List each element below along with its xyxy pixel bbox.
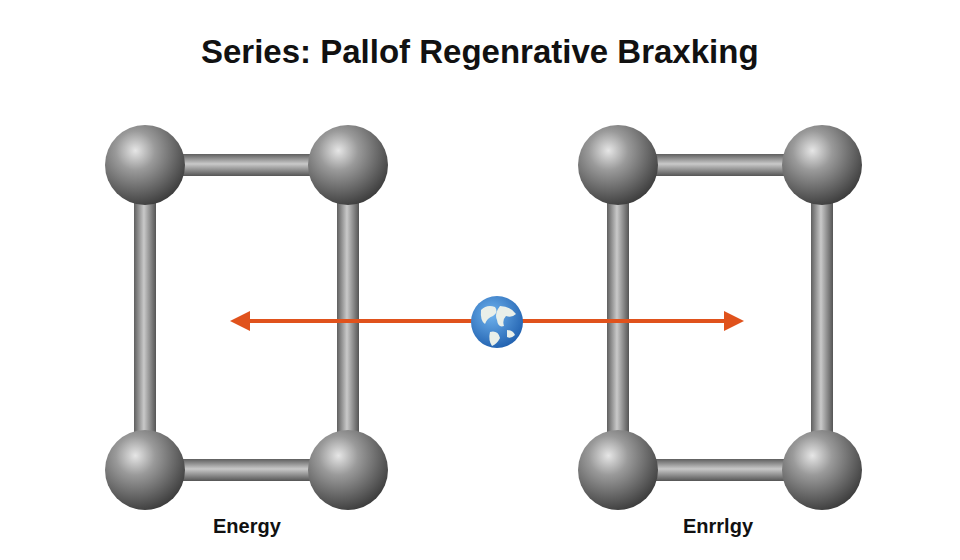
energy-label: Energy [213,515,281,538]
left-frame [105,125,388,510]
globe-icon [471,296,523,348]
right-frame [578,125,862,510]
diagram-title: Series: Pallof Regenrative Braxking [201,33,759,71]
energy-label: Enrrlgy [683,515,753,538]
